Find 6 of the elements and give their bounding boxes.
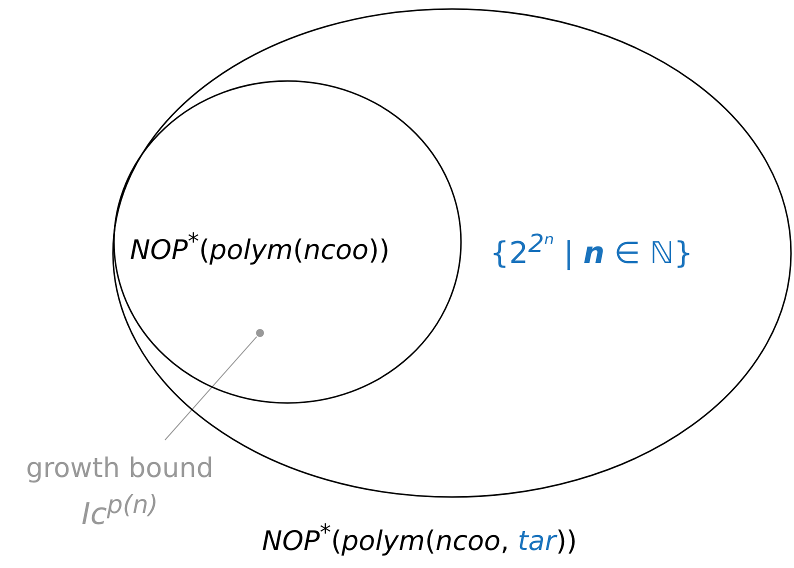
formula: Ic$^{p(n)}$ (82, 490, 158, 533)
set-label: NOP$^{*}$(polym(ncoo, tar)) (262, 520, 578, 558)
leader-line (164, 336, 258, 440)
set-notation: {2$^{2ⁿ}$ | n ∈ ℕ} (490, 229, 693, 272)
set-label: NOP$^{*}$(polym(ncoo)) (130, 229, 390, 268)
annotation-text: growth bound (26, 453, 214, 486)
